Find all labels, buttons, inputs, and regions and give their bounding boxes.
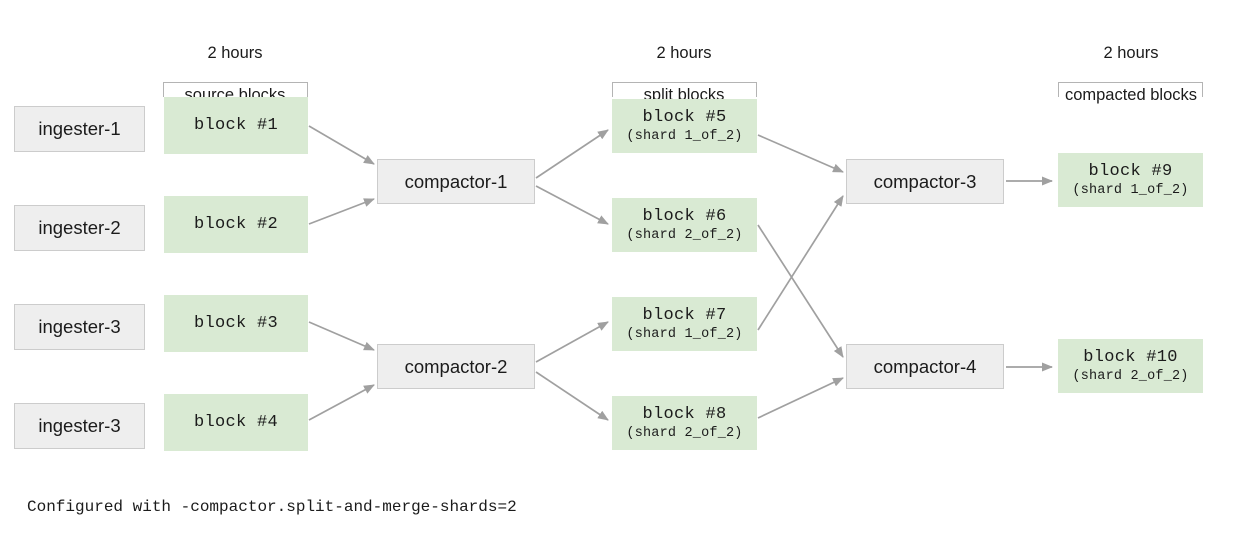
edge-block5-compactor3 [757, 134, 844, 173]
block-block-8[interactable]: block #8 (shard 2_of_2) [612, 396, 757, 450]
block-block-7-shard: (shard 1_of_2) [626, 327, 743, 342]
diagram-caption: Configured with -compactor.split-and-mer… [27, 498, 517, 516]
node-compactor-2-label: compactor-2 [404, 355, 508, 377]
node-ingester-1[interactable]: ingester-1 [14, 106, 145, 152]
block-block-10-title: block #10 [1083, 348, 1178, 367]
block-block-5-title: block #5 [642, 108, 727, 127]
node-compactor-1-label: compactor-1 [404, 170, 508, 192]
block-block-3-title: block #3 [193, 313, 278, 333]
block-block-9-shard: (shard 1_of_2) [1072, 183, 1189, 198]
bracket-compacted-blocks [1058, 82, 1203, 97]
block-block-10[interactable]: block #10 (shard 2_of_2) [1058, 339, 1203, 393]
column-header-compacted: 2 hours compacted blocks [1036, 22, 1226, 127]
node-ingester-3a-label: ingester-3 [38, 316, 121, 337]
block-block-4-title: block #4 [193, 412, 278, 432]
edge-block1-compactor1 [308, 125, 375, 165]
block-block-7[interactable]: block #7 (shard 1_of_2) [612, 297, 757, 351]
node-ingester-1-label: ingester-1 [38, 118, 121, 139]
edge-block8-compactor4 [757, 377, 844, 419]
block-block-6-shard: (shard 2_of_2) [626, 228, 743, 243]
block-block-2-title: block #2 [193, 214, 278, 234]
node-ingester-2[interactable]: ingester-2 [14, 205, 145, 251]
edge-block3-compactor2 [308, 321, 375, 351]
column-header-source-line1: 2 hours [207, 44, 263, 62]
node-compactor-4[interactable]: compactor-4 [846, 344, 1004, 389]
block-block-6-title: block #6 [642, 207, 727, 226]
edge-block2-compactor1 [308, 198, 375, 225]
block-block-8-title: block #8 [642, 405, 727, 424]
node-compactor-4-label: compactor-4 [873, 355, 977, 377]
node-compactor-1[interactable]: compactor-1 [377, 159, 535, 204]
edge-compactor1-block6 [535, 185, 609, 225]
block-block-3[interactable]: block #3 [164, 295, 308, 352]
edge-block4-compactor2 [308, 384, 375, 421]
node-ingester-3a[interactable]: ingester-3 [14, 304, 145, 350]
column-header-compacted-line1: 2 hours [1103, 44, 1159, 62]
node-ingester-3b-label: ingester-3 [38, 415, 121, 436]
block-block-8-shard: (shard 2_of_2) [626, 426, 743, 441]
block-block-4[interactable]: block #4 [164, 394, 308, 451]
edge-block6-compactor4 [757, 224, 844, 358]
block-block-1-title: block #1 [193, 115, 278, 135]
block-block-5[interactable]: block #5 (shard 1_of_2) [612, 99, 757, 153]
node-ingester-3b[interactable]: ingester-3 [14, 403, 145, 449]
block-block-5-shard: (shard 1_of_2) [626, 129, 743, 144]
column-header-split-line1: 2 hours [656, 44, 712, 62]
block-block-6[interactable]: block #6 (shard 2_of_2) [612, 198, 757, 252]
block-block-10-shard: (shard 2_of_2) [1072, 369, 1189, 384]
edge-compactor2-block7 [535, 321, 609, 363]
block-block-9[interactable]: block #9 (shard 1_of_2) [1058, 153, 1203, 207]
edge-block7-compactor3 [757, 195, 844, 331]
node-compactor-3-label: compactor-3 [873, 170, 977, 192]
edge-compactor2-block8 [535, 371, 609, 421]
node-compactor-3[interactable]: compactor-3 [846, 159, 1004, 204]
bracket-split-blocks [612, 82, 757, 97]
block-block-7-title: block #7 [642, 306, 727, 325]
node-compactor-2[interactable]: compactor-2 [377, 344, 535, 389]
bracket-source-blocks [163, 82, 308, 97]
edge-compactor1-block5 [535, 129, 609, 179]
column-header-compacted-line2: compacted blocks [1064, 86, 1198, 104]
node-ingester-2-label: ingester-2 [38, 217, 121, 238]
block-block-2[interactable]: block #2 [164, 196, 308, 253]
block-block-9-title: block #9 [1088, 162, 1173, 181]
block-block-1[interactable]: block #1 [164, 97, 308, 154]
